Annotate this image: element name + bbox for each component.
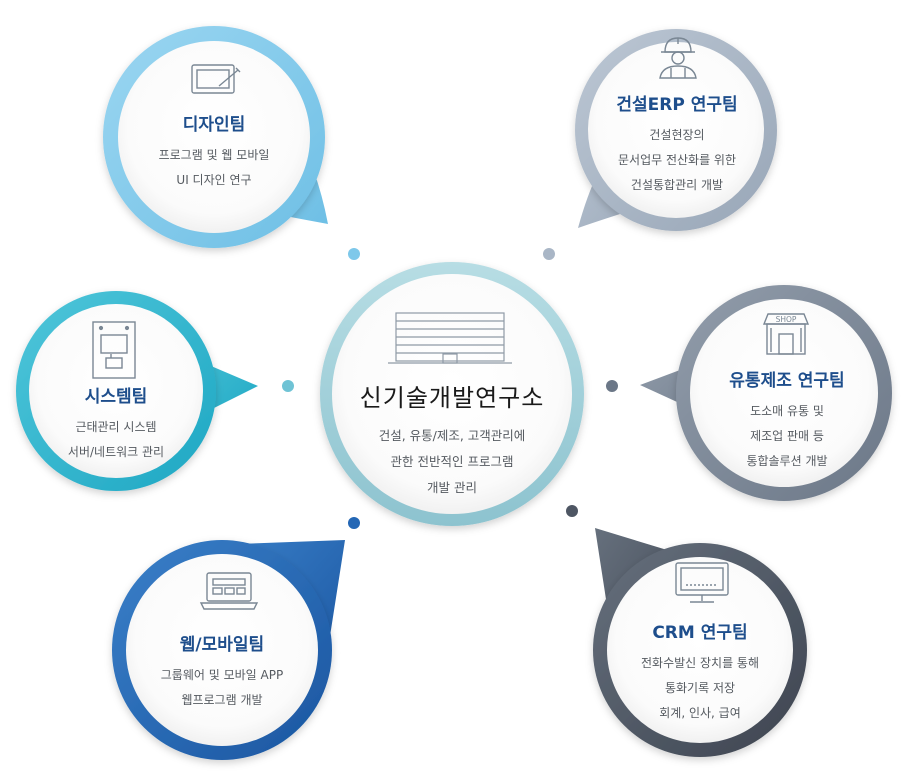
team-desc-line: 프로그램 및 웹 모바일	[158, 148, 270, 162]
team-desc-line: 그룹웨어 및 모바일 APP	[160, 668, 284, 682]
team-desc-line: 근태관리 시스템	[75, 420, 157, 434]
center-desc-line: 관한 전반적인 프로그램	[390, 454, 514, 469]
terminal-device-icon	[92, 321, 136, 379]
connector-dot-design	[348, 248, 360, 260]
team-desc-line: 통합솔루션 개발	[746, 454, 828, 468]
team-desc-line: 서버/네트워크 관리	[67, 445, 165, 459]
center-node	[320, 262, 584, 526]
team-desc-line: 웹프로그램 개발	[181, 693, 263, 707]
connector-dot-system	[282, 380, 294, 392]
team-desc-line: 제조업 판매 등	[750, 429, 824, 443]
team-desc-line: 통화기록 저장	[664, 681, 736, 695]
team-desc-line: 건설현장의	[649, 128, 705, 142]
shop-icon: SHOP	[762, 313, 810, 355]
monitor-icon	[675, 562, 729, 603]
team-title: 유통제조 연구팀	[729, 371, 845, 391]
team-text-web: 웹/모바일팀 그룹웨어 및 모바일 APP 웹프로그램 개발	[137, 624, 307, 713]
team-desc-line: 전화수발신 장치를 통해	[640, 656, 760, 670]
team-node-design	[103, 26, 328, 248]
team-title: CRM 연구팀	[652, 623, 748, 643]
team-title: 건설ERP 연구팀	[616, 95, 738, 115]
team-node-crm	[593, 528, 807, 757]
center-text: 신기술개발연구소 건설, 유통/제조, 고객관리에 관한 전반적인 프로그램 개…	[352, 372, 552, 501]
design-tablet-icon	[191, 64, 241, 94]
team-title: 웹/모바일팀	[179, 635, 265, 655]
team-desc-line: UI 디자인 연구	[176, 173, 252, 187]
center-desc-line: 개발 관리	[427, 480, 477, 495]
connector-dot-web	[348, 517, 360, 529]
team-desc-line: 회계, 인사, 급여	[659, 706, 741, 720]
team-text-crm: CRM 연구팀 전화수발신 장치를 통해 통화기록 저장 회계, 인사, 급여	[610, 612, 790, 726]
center-desc-line: 건설, 유통/제조, 고객관리에	[378, 428, 526, 443]
team-node-system	[16, 291, 258, 491]
connector-dot-erp	[543, 248, 555, 260]
team-text-retail: 유통제조 연구팀 도소매 유통 및 제조업 판매 등 통합솔루션 개발	[702, 360, 872, 474]
team-node-web	[112, 540, 345, 760]
team-desc-line: 건설통합관리 개발	[630, 178, 724, 192]
team-node-retail	[640, 285, 892, 501]
building-icon	[388, 312, 512, 364]
shop-label: SHOP	[776, 315, 797, 324]
team-text-system: 시스템팀 근태관리 시스템 서버/네트워크 관리	[36, 376, 196, 465]
construction-worker-icon	[659, 37, 697, 79]
team-node-erp	[575, 29, 777, 231]
laptop-icon	[199, 572, 259, 610]
team-title: 시스템팀	[84, 387, 148, 407]
team-text-design: 디자인팀 프로그램 및 웹 모바일 UI 디자인 연구	[134, 104, 294, 193]
team-title: 디자인팀	[182, 115, 246, 135]
team-desc-line: 도소매 유통 및	[750, 404, 824, 418]
connector-dot-crm	[566, 505, 578, 517]
connector-dot-retail	[606, 380, 618, 392]
team-text-erp: 건설ERP 연구팀 건설현장의 문서업무 전산화를 위한 건설통합관리 개발	[592, 84, 762, 198]
team-desc-line: 문서업무 전산화를 위한	[617, 153, 737, 167]
center-title: 신기술개발연구소	[359, 384, 545, 412]
